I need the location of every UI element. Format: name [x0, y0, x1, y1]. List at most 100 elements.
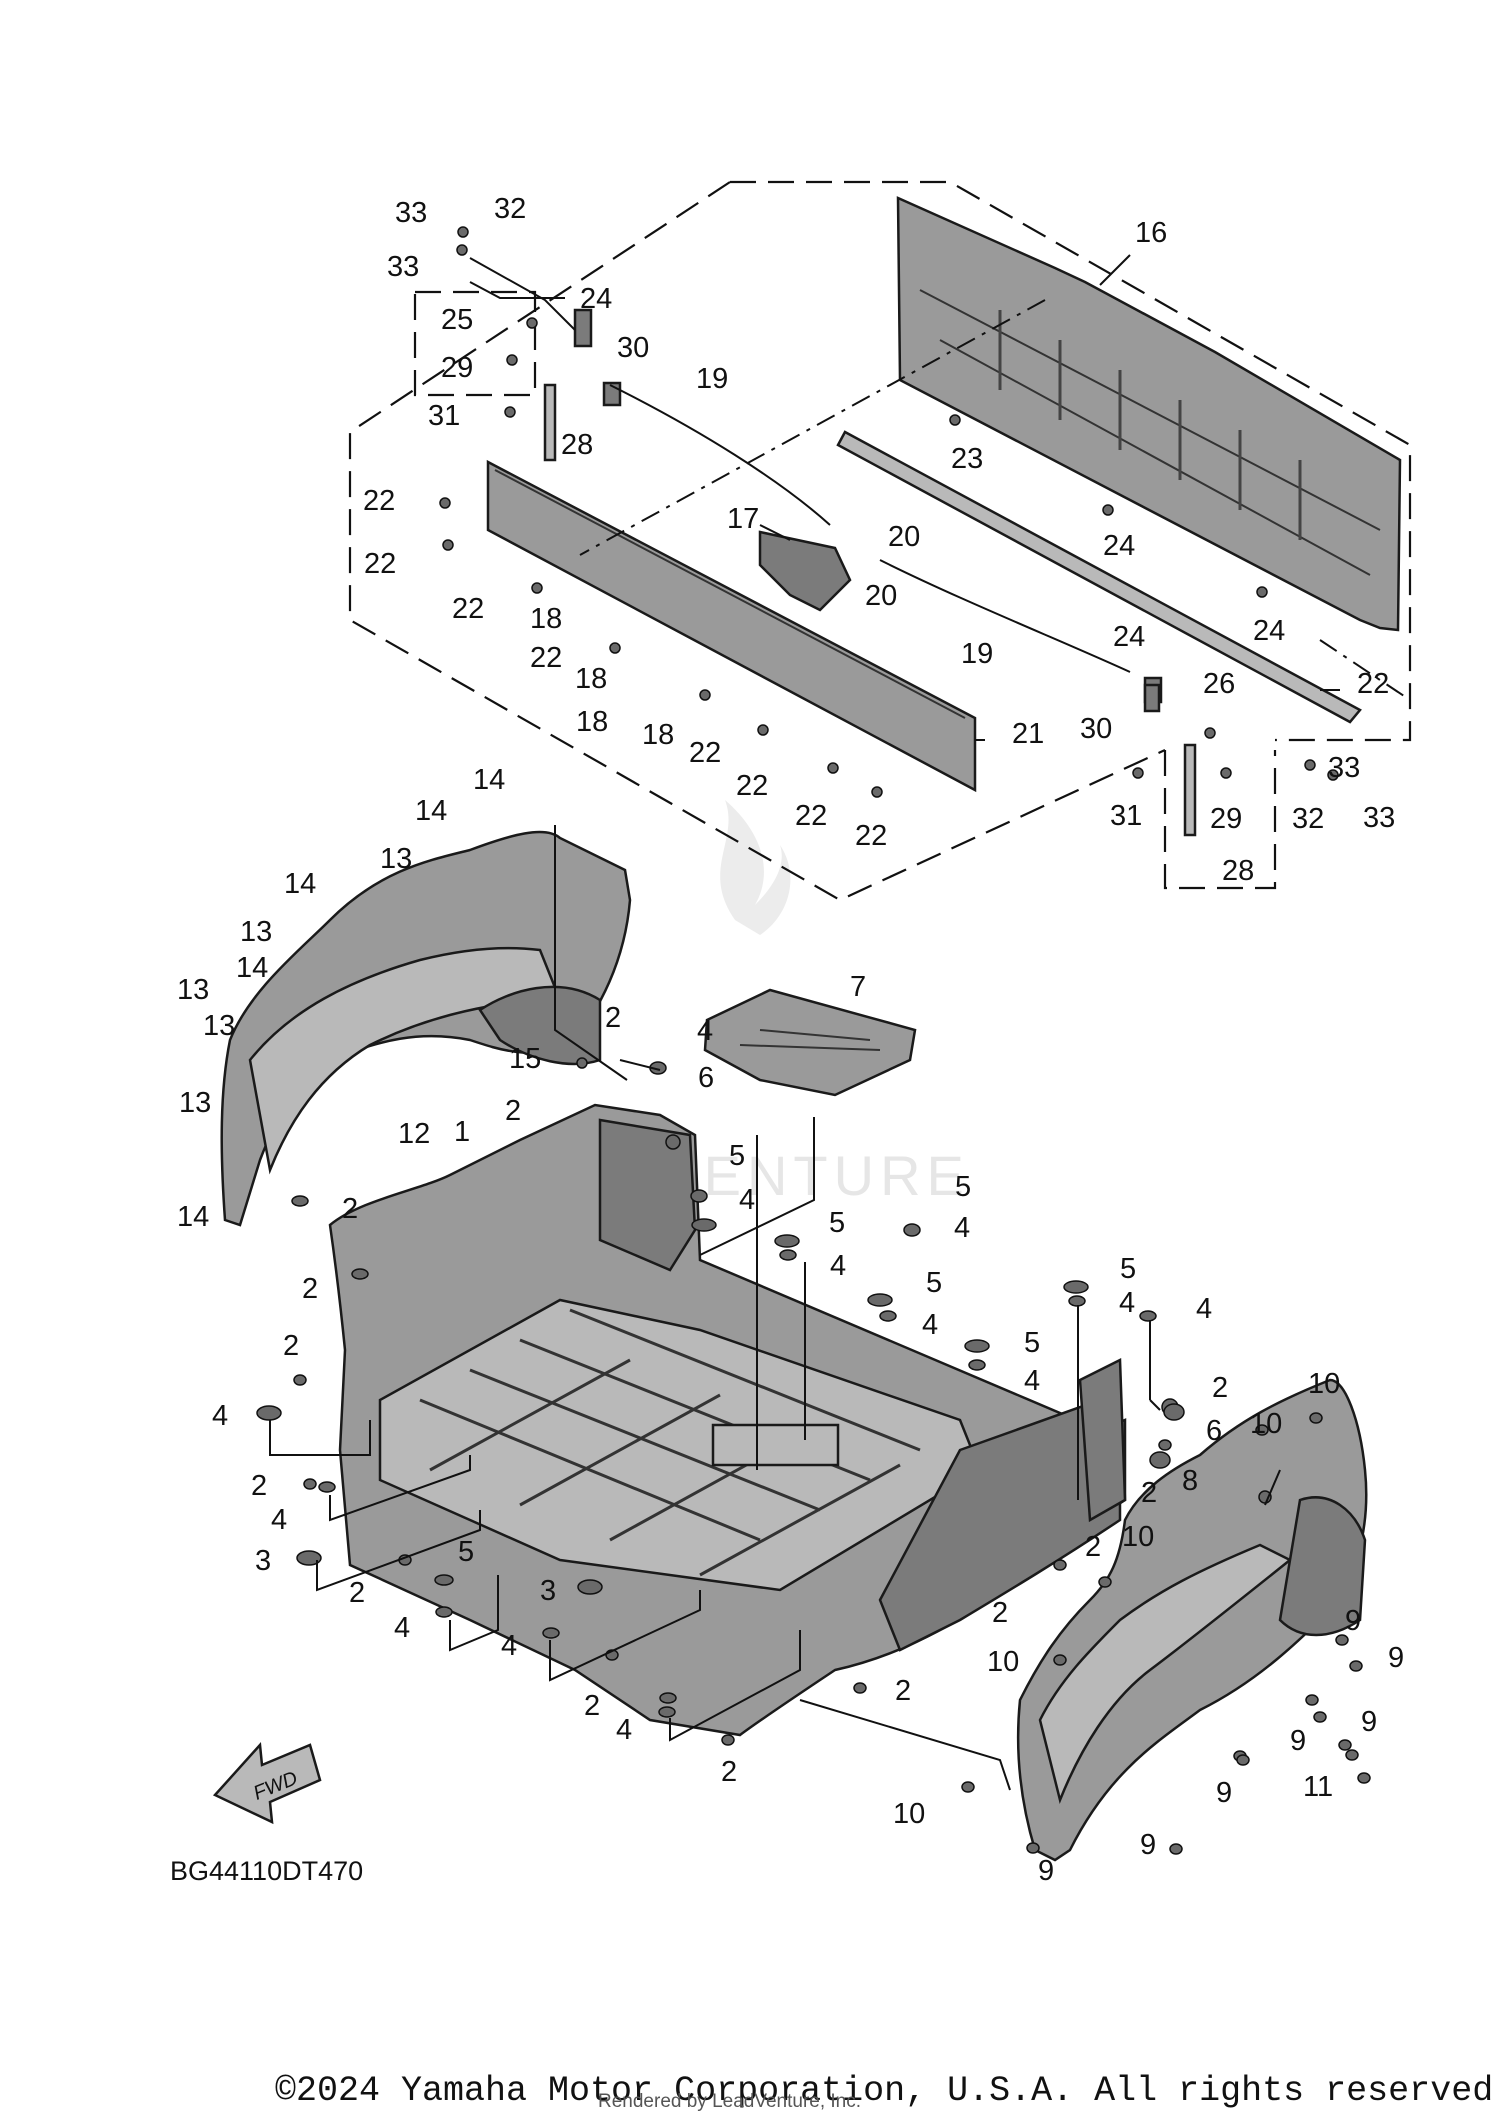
callout-28: 28 [561, 429, 593, 461]
callout-12: 12 [398, 1118, 430, 1150]
callout-9: 9 [1038, 1855, 1054, 1887]
callout-19: 19 [961, 638, 993, 670]
callout-13: 13 [203, 1010, 235, 1042]
callout-2: 2 [342, 1193, 358, 1225]
callout-10: 10 [893, 1798, 925, 1830]
callout-19: 19 [696, 363, 728, 395]
callout-32: 32 [1292, 803, 1324, 835]
callout-22: 22 [530, 642, 562, 674]
callout-4: 4 [697, 1015, 713, 1047]
callout-27: 25 [441, 304, 473, 336]
skid-plate [703, 988, 917, 1097]
left-fender [220, 830, 632, 1227]
callout-9: 9 [1140, 1829, 1156, 1861]
callout-3: 3 [255, 1545, 271, 1577]
tailgate-fasteners [439, 226, 1339, 798]
callout-13: 13 [240, 916, 272, 948]
hinge-25 [1143, 683, 1161, 713]
callout-14: 14 [177, 1201, 209, 1233]
callout-18: 18 [642, 719, 674, 751]
callout-31: 31 [428, 400, 460, 432]
callout-22: 22 [795, 800, 827, 832]
callout-16: 16 [1135, 217, 1167, 249]
callout-5: 5 [1024, 1327, 1040, 1359]
callout-2: 2 [895, 1675, 911, 1707]
callout-33: 33 [1363, 802, 1395, 834]
callout-3: 3 [540, 1575, 556, 1607]
callout-26: 24 [580, 283, 612, 315]
callout-13: 13 [177, 974, 209, 1006]
callout-22: 22 [689, 737, 721, 769]
callout-9: 9 [1388, 1642, 1404, 1674]
callout-22: 22 [364, 548, 396, 580]
callout-18: 18 [576, 706, 608, 738]
pin-28-right [1183, 743, 1197, 837]
callout-2: 2 [1141, 1477, 1157, 1509]
lower-leaders [269, 825, 1281, 1791]
callout-23: 22 [1357, 668, 1389, 700]
callout-5: 5 [458, 1536, 474, 1568]
callout-labels: 33 32 33 24 25 30 29 19 31 28 16 23 22 2… [177, 193, 1404, 1887]
callout-2: 2 [251, 1470, 267, 1502]
callout-2: 2 [349, 1577, 365, 1609]
callout-2: 2 [283, 1330, 299, 1362]
callout-5: 5 [729, 1140, 745, 1172]
callout-1: 1 [454, 1116, 470, 1148]
callout-4: 4 [616, 1714, 632, 1746]
callout-4: 4 [1024, 1365, 1040, 1397]
callout-2: 2 [505, 1095, 521, 1127]
callout-9: 9 [1361, 1706, 1377, 1738]
callout-20: 20 [888, 521, 920, 553]
callout-32: 32 [494, 193, 526, 225]
callout-10: 10 [1122, 1521, 1154, 1553]
callout-22: 22 [736, 770, 768, 802]
callout-24: 23 [951, 443, 983, 475]
callout-10: 10 [1308, 1368, 1340, 1400]
callout-18: 18 [575, 663, 607, 695]
callout-2: 2 [302, 1273, 318, 1305]
bed-fasteners [256, 1061, 1371, 1855]
callout-17: 17 [727, 503, 759, 535]
tailgate-bar [836, 430, 1362, 724]
callout-21: 21 [1012, 718, 1044, 750]
copyright-notice: ©2024 Yamaha Motor Corporation, U.S.A. A… [275, 2071, 1500, 2111]
callout-4: 4 [212, 1400, 228, 1432]
latch-bracket [758, 530, 852, 612]
callout-9: 9 [1345, 1605, 1361, 1637]
callout-2: 2 [721, 1756, 737, 1788]
callout-6: 6 [698, 1062, 714, 1094]
callout-5: 5 [829, 1207, 845, 1239]
callout-24: 24 [1103, 530, 1135, 562]
callout-2: 2 [1212, 1372, 1228, 1404]
pin-28-left [543, 383, 557, 462]
callout-4: 4 [830, 1250, 846, 1282]
callout-20: 20 [865, 580, 897, 612]
callout-7: 7 [850, 971, 866, 1003]
callout-2: 2 [584, 1690, 600, 1722]
callout-9: 9 [1216, 1777, 1232, 1809]
callout-33: 33 [387, 251, 419, 283]
callout-11: 11 [1303, 1771, 1333, 1803]
tailgate-rail [486, 459, 977, 793]
fwd-arrow: FWD [212, 1742, 322, 1825]
callout-2: 2 [605, 1002, 621, 1034]
callout-4: 4 [739, 1184, 755, 1216]
callout-25: 24 [1113, 621, 1145, 653]
callout-5: 5 [1120, 1253, 1136, 1285]
callout-29: 29 [1210, 803, 1242, 835]
callout-14: 14 [415, 795, 447, 827]
callout-14: 14 [236, 952, 268, 984]
callout-4: 4 [501, 1630, 517, 1662]
callout-33: 33 [1328, 752, 1360, 784]
callout-22: 22 [855, 820, 887, 852]
callout-29: 29 [441, 352, 473, 384]
callout-22: 22 [452, 593, 484, 625]
callout-18: 18 [530, 603, 562, 635]
bed-center-panel [711, 1423, 840, 1467]
callout-4: 4 [1119, 1287, 1135, 1319]
callout-6: 6 [1206, 1415, 1222, 1447]
cargo-bed [328, 1103, 1179, 1737]
callout-24: 24 [1253, 615, 1285, 647]
callout-30: 30 [1080, 713, 1112, 745]
